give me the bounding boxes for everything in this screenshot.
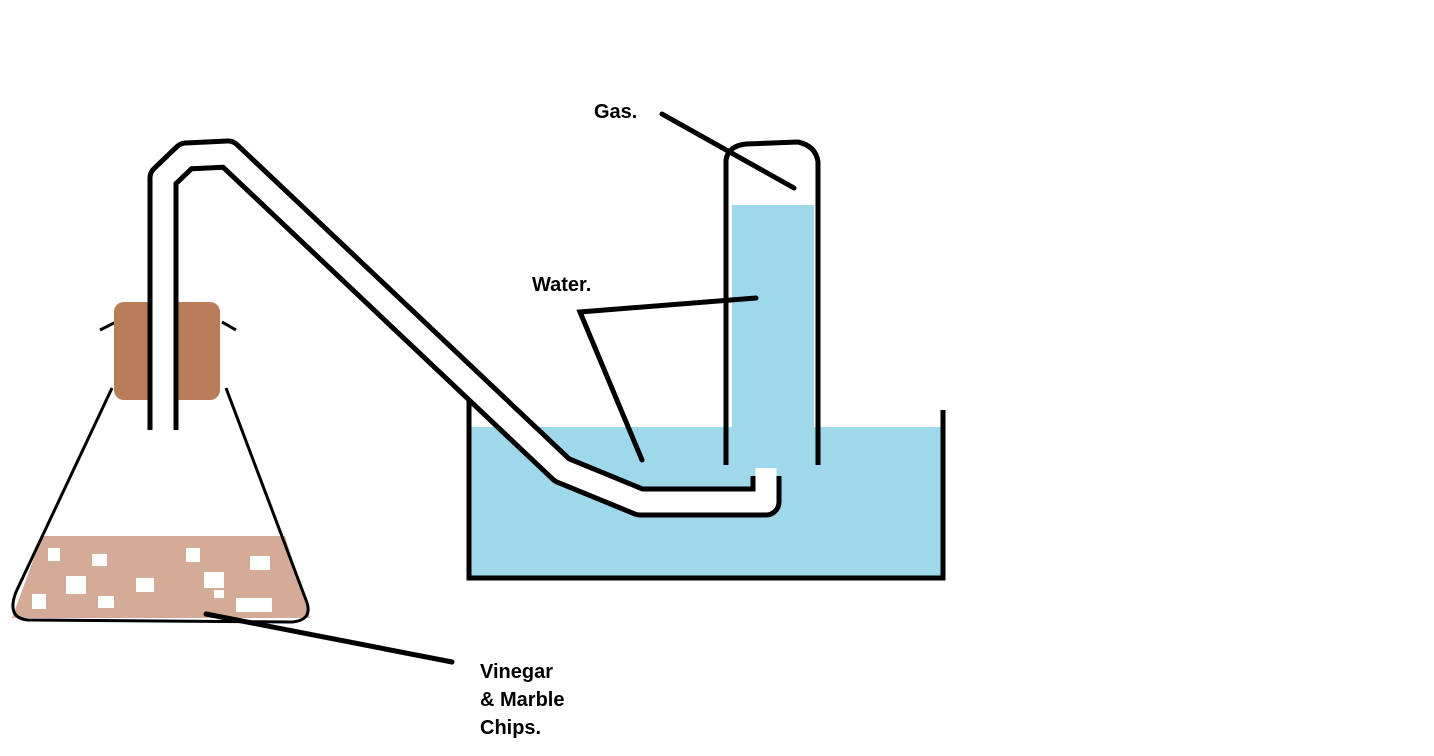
marble-chips [32,548,272,612]
flask-mixture [12,536,310,618]
water-label: Water. [532,274,591,296]
delivery-tube [147,138,782,518]
flask-lip-left [99,320,117,332]
marble-chip [214,590,224,598]
gas-leader-line [659,111,797,191]
leader-lines [203,111,797,665]
marble-chip [250,556,270,570]
marble-chip [98,596,114,608]
reactants-label-line-3: Chips. [480,717,541,739]
flask-outline [11,387,310,624]
marble-chip [236,598,272,612]
gas-label: Gas. [594,101,637,123]
marble-chip [136,578,154,592]
water-leader-line [576,295,759,463]
marble-chip [32,594,46,609]
marble-chip [204,572,224,588]
marble-chip [186,548,200,562]
marble-chip [48,548,60,561]
labels: Gas. Water. Vinegar & Marble Chips. [480,101,637,739]
reactants-leader-line [203,611,455,665]
tube-water [732,205,814,467]
flask-lip-right [221,320,237,332]
tube-outline [723,139,821,465]
reactants-label-line-2: & Marble [480,689,564,711]
marble-chip [92,554,107,566]
collection-tube [723,139,821,467]
reactants-label-line-1: Vinegar [480,661,553,683]
marble-chip [66,576,86,594]
trough-outline [466,400,946,581]
delivery-tube-bore [152,143,777,513]
